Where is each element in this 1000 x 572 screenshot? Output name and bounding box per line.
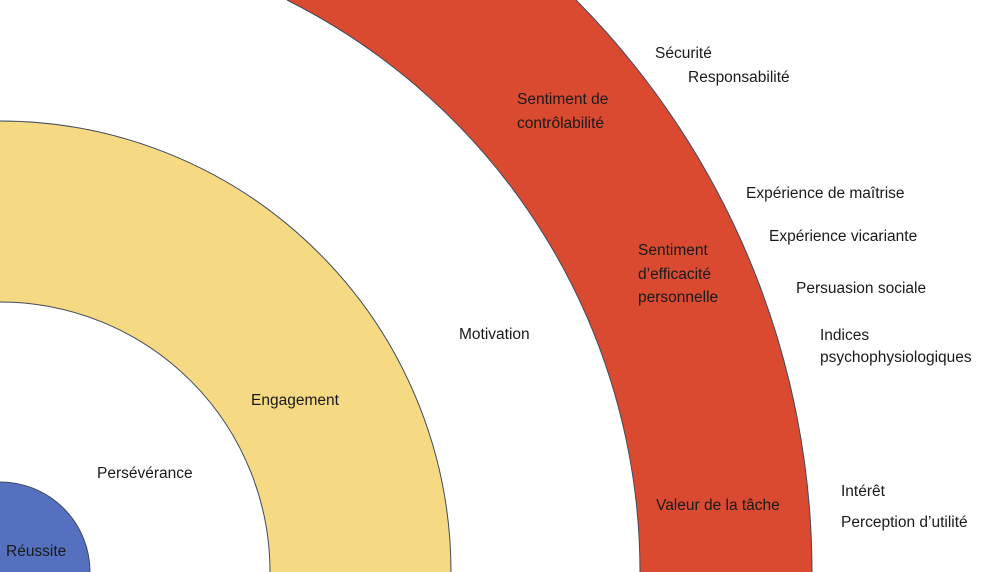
source-securite: Sécurité [655, 45, 712, 62]
motivation-inner-edge [286, 0, 641, 572]
source-experience-maitrise: Expérience de maîtrise [746, 185, 905, 202]
motivation-outer-edge [575, 0, 813, 572]
source-responsabilite: Responsabilité [688, 69, 790, 86]
reussite-label: Réussite [6, 543, 67, 560]
valeur-label: Valeur de la tâche [656, 497, 780, 514]
controlabilite-label-1: Sentiment de [517, 91, 609, 108]
efficacite-label-2: d’efficacité [638, 266, 711, 283]
reussite-circle [0, 482, 90, 572]
source-interet: Intérêt [841, 483, 885, 500]
source-perception-utilite: Perception d’utilité [841, 514, 968, 531]
motivation-label: Motivation [459, 326, 530, 343]
source-indices-2: psychophysiologiques [820, 349, 972, 366]
perseverance-label: Persévérance [97, 465, 193, 482]
source-experience-vicariante: Expérience vicariante [769, 228, 918, 245]
controlabilite-label-2: contrôlabilité [517, 115, 605, 132]
source-indices-1: Indices [820, 327, 870, 344]
perseverance-area [0, 302, 270, 572]
source-persuasion-sociale: Persuasion sociale [796, 280, 927, 297]
engagement-outer-edge [0, 120, 452, 572]
reussite-edge [0, 481, 91, 572]
engagement-label: Engagement [251, 392, 339, 409]
engagement-inner-edge [0, 301, 271, 572]
efficacite-label-3: personnelle [638, 289, 719, 306]
efficacite-label-1: Sentiment [638, 242, 708, 259]
